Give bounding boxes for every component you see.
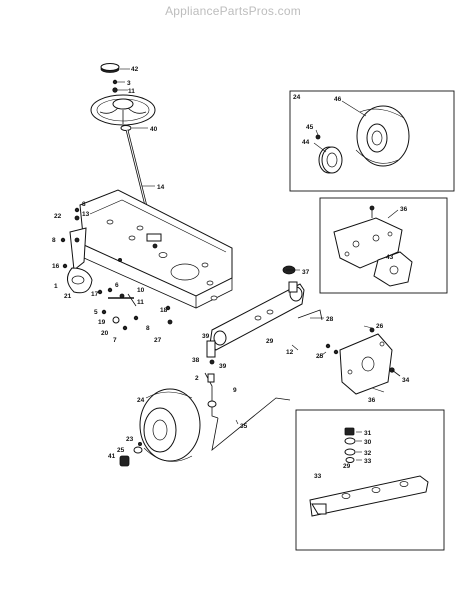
callout-23: 23 <box>126 436 134 443</box>
callout-8: 8 <box>146 325 150 332</box>
callout-25: 25 <box>117 447 125 454</box>
callout-41: 41 <box>108 453 116 460</box>
callout-14: 14 <box>157 184 165 191</box>
bracket-bolt[interactable] <box>369 205 375 218</box>
callout-26: 26 <box>376 323 384 330</box>
callout-8: 8 <box>82 201 86 208</box>
callout-40: 40 <box>150 126 158 133</box>
callout-20: 20 <box>101 330 109 337</box>
callout-10: 10 <box>137 287 145 294</box>
steering-gear[interactable] <box>67 267 93 294</box>
callout-32: 32 <box>364 450 372 457</box>
steering-plate[interactable] <box>69 227 87 271</box>
callout-43: 43 <box>386 254 394 261</box>
callout-36: 36 <box>400 206 408 213</box>
callout-22: 22 <box>54 213 62 220</box>
callout-42: 42 <box>131 66 139 73</box>
callout-29: 29 <box>266 338 274 345</box>
callout-labels: 42 3 11 40 14 24 46 45 44 36 43 8 13 22 … <box>52 66 410 480</box>
callout-36: 36 <box>368 397 376 404</box>
axle-hardware[interactable] <box>207 327 401 383</box>
axle-bracket[interactable] <box>333 217 403 269</box>
steering-adapter[interactable] <box>120 125 132 131</box>
watermark-text: AppliancePartsPros.com <box>165 4 301 18</box>
callout-5: 5 <box>94 309 98 316</box>
callout-33: 33 <box>364 458 372 465</box>
rear-tire[interactable] <box>355 105 410 167</box>
callout-7: 7 <box>113 337 117 344</box>
callout-31: 31 <box>364 430 372 437</box>
callout-37: 37 <box>302 269 310 276</box>
steering-wheel-fasteners[interactable] <box>112 79 118 93</box>
callout-19: 19 <box>98 319 106 326</box>
small-hardware-left[interactable] <box>60 207 173 331</box>
front-tire[interactable] <box>139 388 201 462</box>
steering-wheel[interactable] <box>90 94 156 126</box>
callout-13: 13 <box>82 211 90 218</box>
drag-link-inset <box>295 409 445 551</box>
rear-wheel-inset <box>289 90 455 192</box>
callout-38: 38 <box>192 357 200 364</box>
steering-wheel-cap[interactable] <box>100 63 120 73</box>
axle-bracket-inset <box>319 197 448 294</box>
callout-11: 11 <box>137 299 144 306</box>
callout-1: 1 <box>54 283 58 290</box>
callout-35: 35 <box>240 423 248 430</box>
callout-33: 33 <box>314 473 322 480</box>
callout-34: 34 <box>402 377 410 384</box>
callout-46: 46 <box>334 96 342 103</box>
callout-16: 16 <box>52 263 60 270</box>
spindle-right[interactable] <box>297 309 323 321</box>
rear-valve-stem[interactable] <box>315 134 321 140</box>
bracket-plate[interactable] <box>373 251 413 287</box>
callout-3: 3 <box>127 80 131 87</box>
callout-18: 18 <box>160 307 168 314</box>
callout-24: 24 <box>137 397 145 404</box>
drag-link[interactable] <box>108 293 137 307</box>
callout-6: 6 <box>115 282 119 289</box>
callout-25: 25 <box>316 353 324 360</box>
callout-45: 45 <box>306 124 314 131</box>
callout-28: 28 <box>326 316 334 323</box>
callout-9: 9 <box>233 387 237 394</box>
callout-24: 24 <box>293 94 301 101</box>
callout-30: 30 <box>364 439 372 446</box>
callout-11: 11 <box>128 88 135 95</box>
callout-8: 8 <box>52 237 56 244</box>
front-axle[interactable] <box>209 283 305 351</box>
chassis-frame[interactable] <box>79 189 233 309</box>
callout-29: 29 <box>343 463 351 470</box>
callout-39: 39 <box>202 333 210 340</box>
leader-lines <box>117 68 399 461</box>
rear-wheel-rim[interactable] <box>318 146 343 174</box>
drag-link-bushing[interactable] <box>344 427 356 463</box>
callout-2: 2 <box>195 375 199 382</box>
callout-44: 44 <box>302 139 310 146</box>
axle-support-bracket[interactable] <box>339 333 393 395</box>
callout-12: 12 <box>286 349 294 356</box>
callout-27: 27 <box>154 337 162 344</box>
tie-rod[interactable] <box>211 397 291 451</box>
front-wheel-hardware[interactable] <box>119 441 143 467</box>
callout-39: 39 <box>219 363 227 370</box>
callout-21: 21 <box>64 293 72 300</box>
callout-17: 17 <box>91 291 99 298</box>
drag-link-bar[interactable] <box>309 475 429 517</box>
